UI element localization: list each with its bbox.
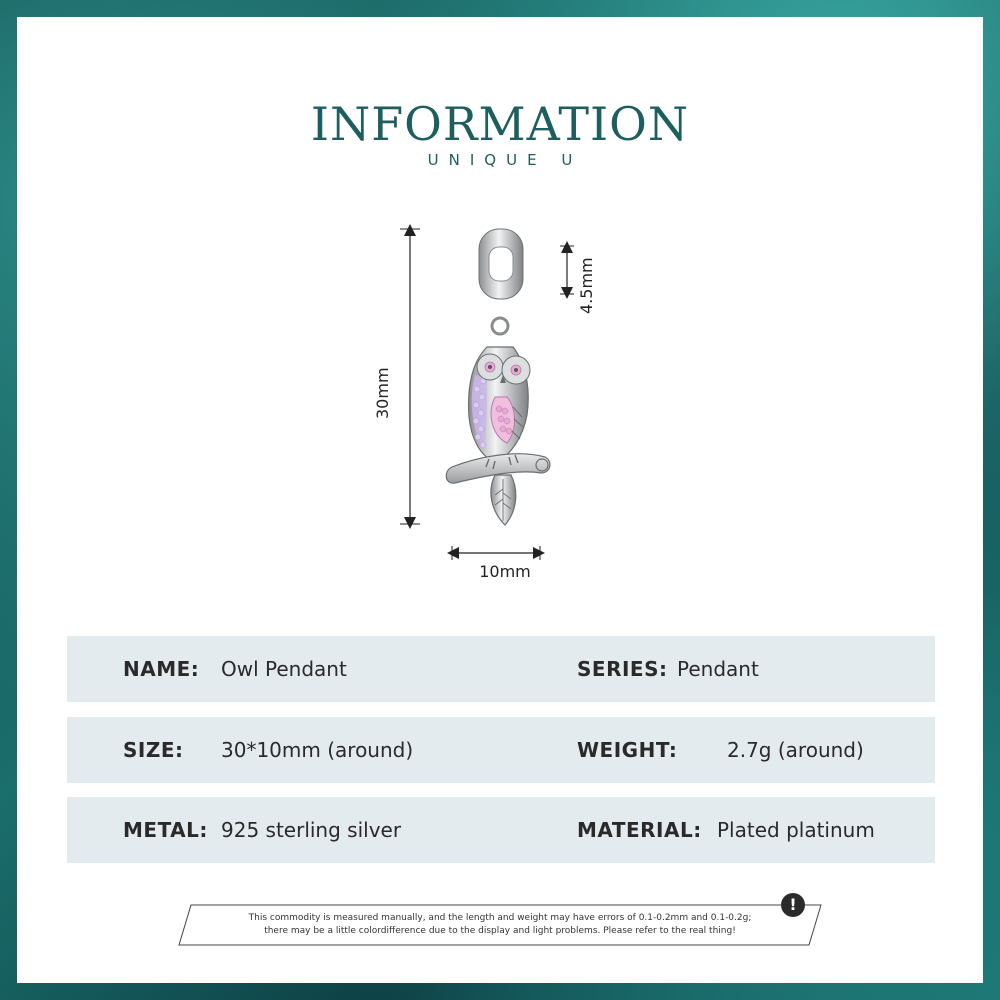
spec-value-name: Owl Pendant bbox=[221, 657, 347, 681]
spec-label-material: MATERIAL: bbox=[577, 818, 702, 842]
spec-label-metal: METAL: bbox=[123, 818, 208, 842]
spec-row: METAL: 925 sterling silver MATERIAL: Pla… bbox=[67, 797, 935, 863]
notice-line-1: This commodity is measured manually, and… bbox=[248, 913, 752, 923]
spec-label-size: SIZE: bbox=[123, 738, 184, 762]
info-card: INFORMATION UNIQUE U bbox=[17, 17, 983, 983]
spec-label-series: SERIES: bbox=[577, 657, 668, 681]
brand-subtitle: UNIQUE U bbox=[427, 151, 583, 169]
bail-dimension-label: 4.5mm bbox=[577, 257, 596, 314]
page-title: INFORMATION bbox=[310, 97, 690, 151]
spec-row: SIZE: 30*10mm (around) WEIGHT: 2.7g (aro… bbox=[67, 717, 935, 783]
notice-text: This commodity is measured manually, and… bbox=[197, 912, 803, 938]
notice-line-2: there may be a little colordifference du… bbox=[264, 926, 736, 936]
spec-value-size: 30*10mm (around) bbox=[221, 738, 414, 762]
height-dimension-label: 30mm bbox=[373, 367, 392, 419]
spec-value-material: Plated platinum bbox=[717, 818, 875, 842]
dimension-lines bbox=[400, 224, 574, 560]
spec-value-weight: 2.7g (around) bbox=[727, 738, 864, 762]
spec-label-name: NAME: bbox=[123, 657, 200, 681]
exclamation-icon: ! bbox=[781, 893, 805, 917]
spec-row: NAME: Owl Pendant SERIES: Pendant bbox=[67, 636, 935, 702]
owl-pendant-image bbox=[445, 228, 551, 526]
spec-value-series: Pendant bbox=[677, 657, 759, 681]
measurement-notice: This commodity is measured manually, and… bbox=[177, 903, 823, 947]
width-dimension-label: 10mm bbox=[479, 562, 531, 581]
spec-label-weight: WEIGHT: bbox=[577, 738, 678, 762]
notice-frame bbox=[178, 904, 822, 946]
spec-value-metal: 925 sterling silver bbox=[221, 818, 402, 842]
